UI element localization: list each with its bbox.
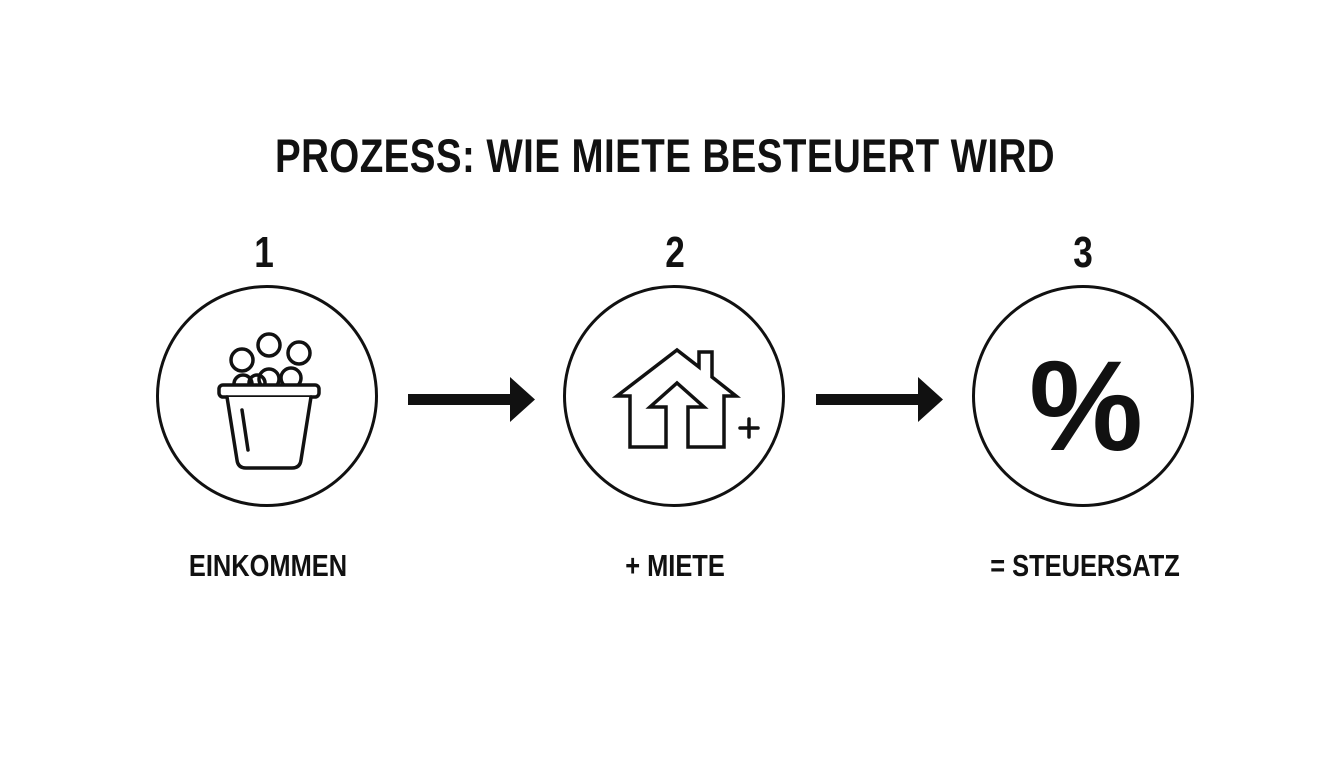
- flow-arrow-2: [814, 375, 944, 425]
- house-plus-icon: [611, 347, 760, 449]
- coin-bucket-icon: [217, 332, 321, 470]
- step-2-circle: [563, 285, 785, 507]
- step-3-circle: %: [972, 285, 1194, 507]
- percent-icon: %: [1029, 335, 1143, 478]
- step-3-label: = STEUERSATZ: [990, 548, 1180, 583]
- step-2-label: + MIETE: [625, 548, 725, 583]
- step-3-number: 3: [1073, 228, 1093, 277]
- diagram-title: PROZESS: WIE MIETE BESTEUERT WIRD: [274, 129, 1056, 182]
- step-1-circle: [156, 285, 378, 507]
- step-1-label: EINKOMMEN: [188, 548, 348, 583]
- step-1-number: 1: [254, 228, 274, 277]
- arrow-right-icon: [816, 377, 943, 422]
- flow-arrow-1: [406, 375, 536, 425]
- percent-symbol: %: [1029, 335, 1143, 478]
- step-2-number: 2: [665, 228, 685, 277]
- arrow-right-icon: [408, 377, 535, 422]
